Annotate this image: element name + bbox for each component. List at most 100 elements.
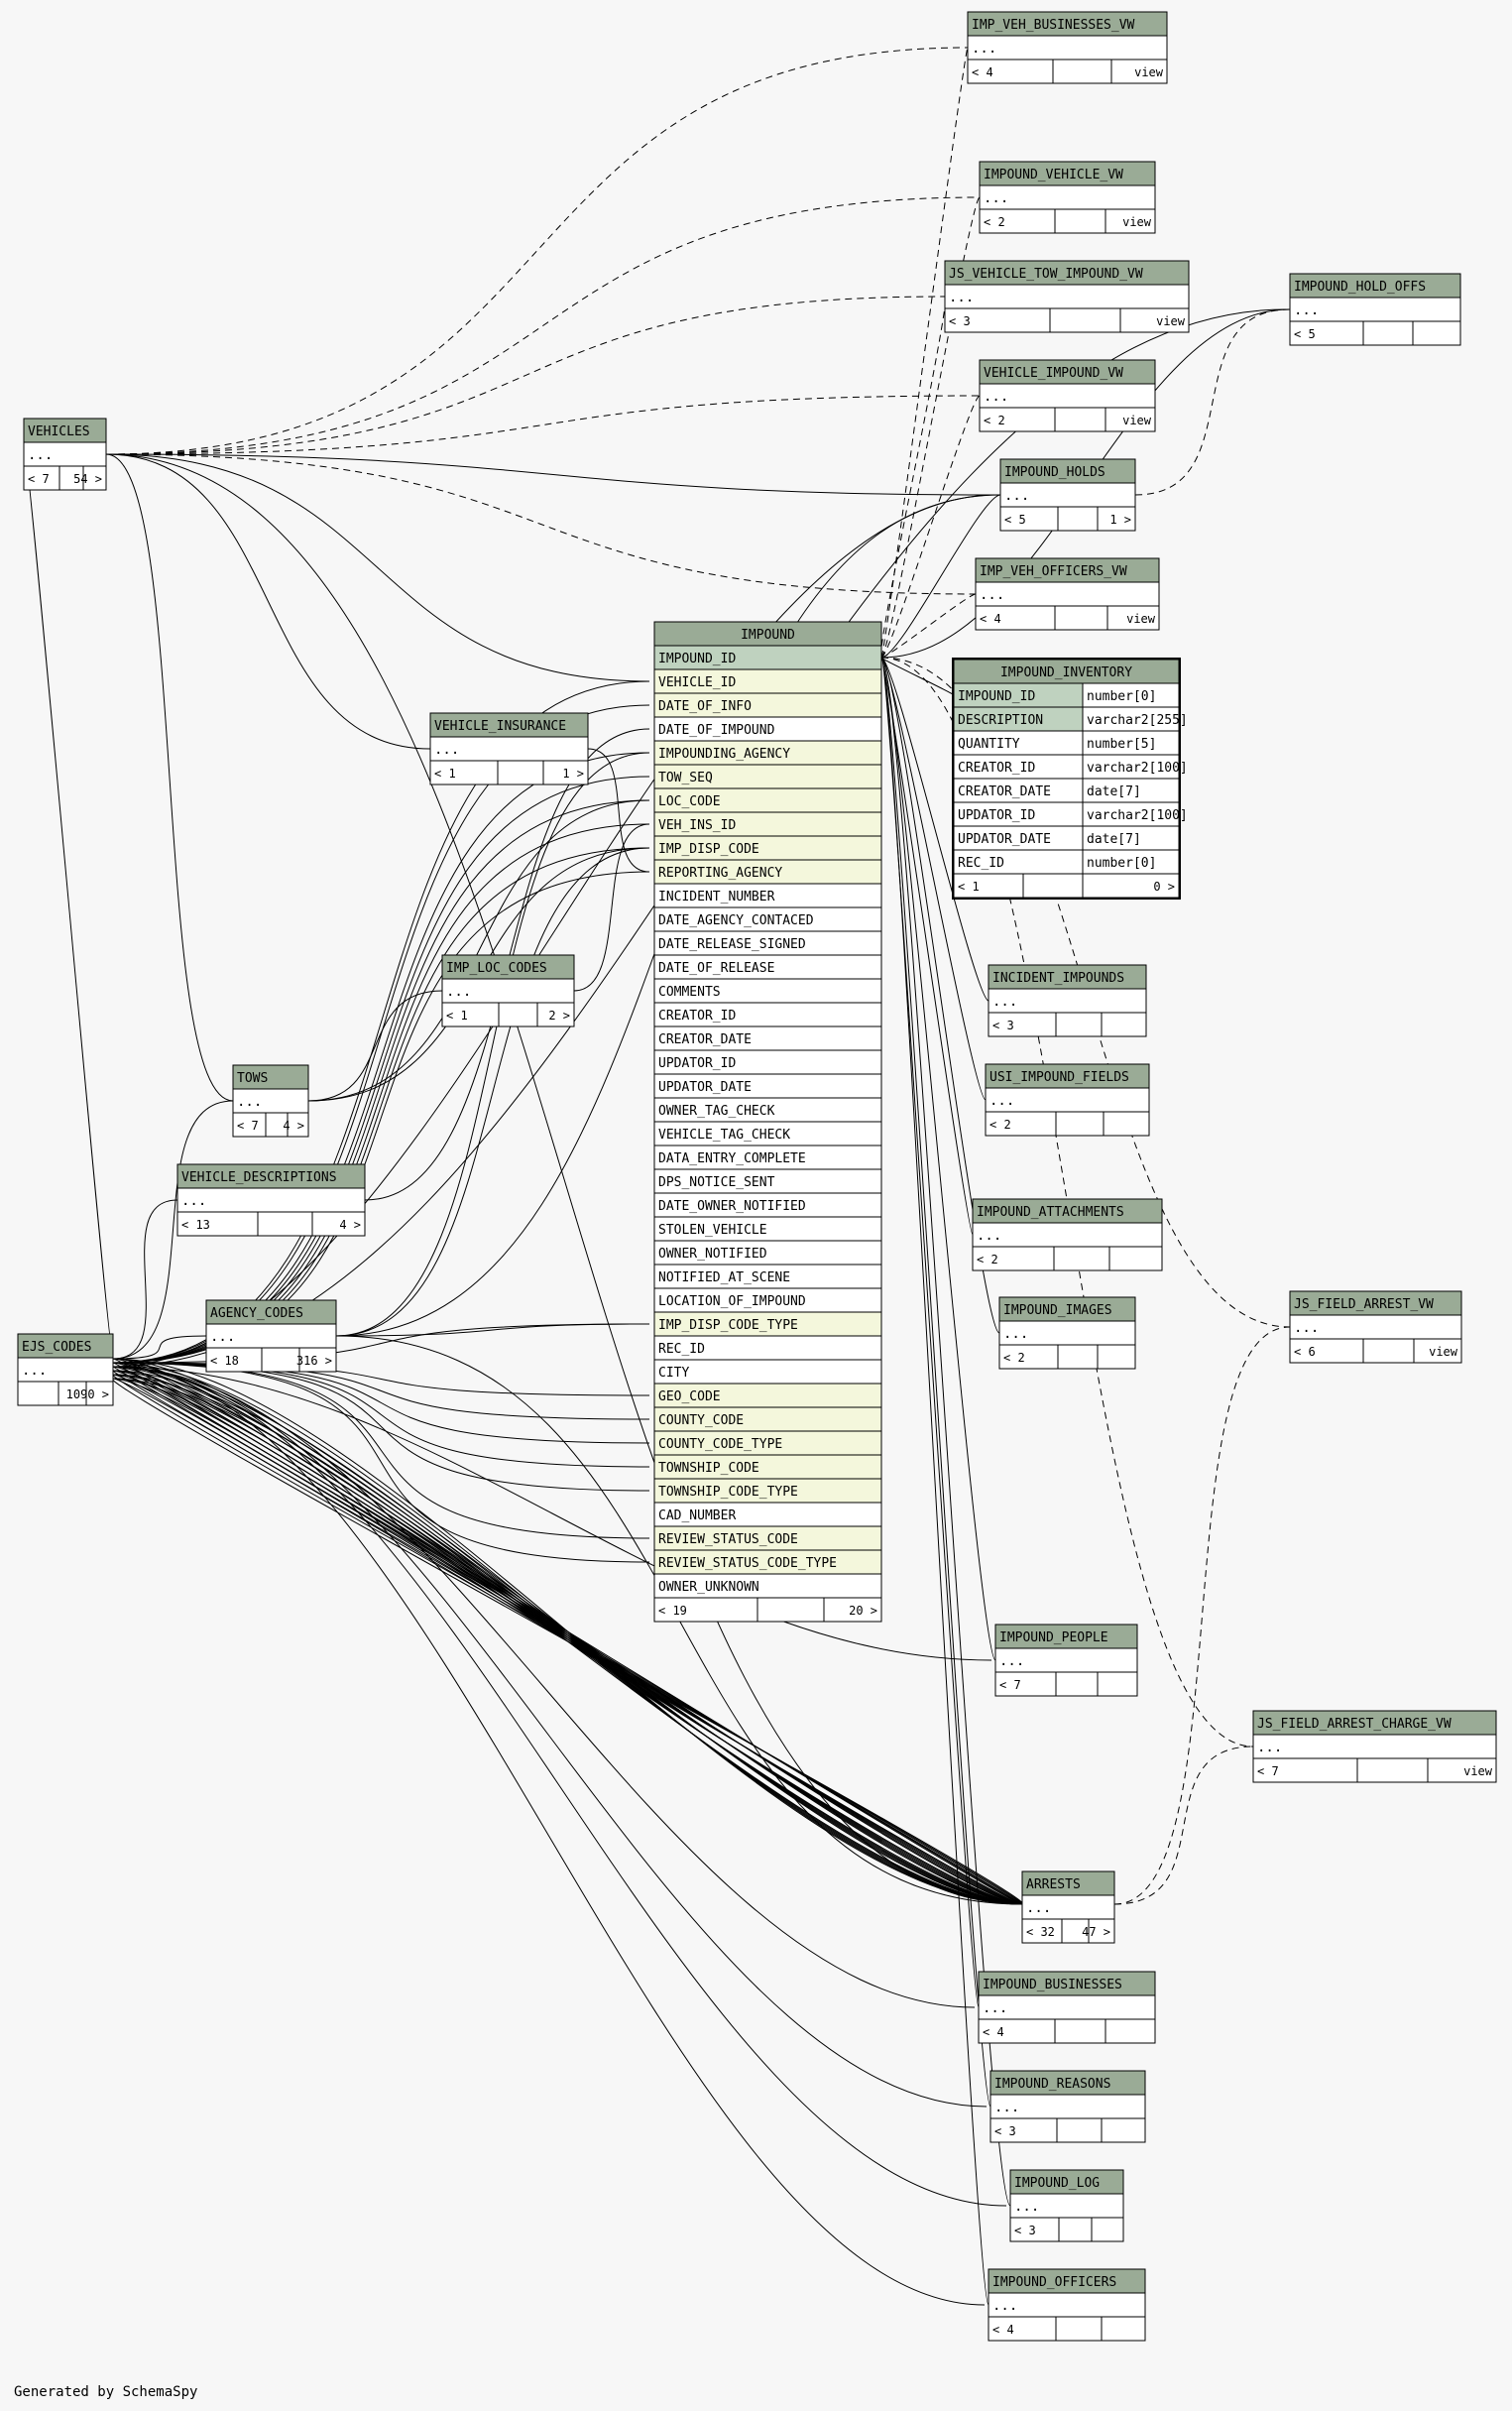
column-notified-at-scene: NOTIFIED_AT_SCENE: [658, 1270, 790, 1285]
relationship-line: [112, 752, 650, 1364]
relationship-line: [112, 1366, 986, 2306]
parent-count: < 3: [992, 1019, 1014, 1032]
relationship-line: [112, 1366, 1007, 2207]
relationship-line: [105, 453, 431, 750]
table-title: USI_IMPOUND_FIELDS: [989, 1070, 1129, 1085]
table-impound-log[interactable]: IMPOUND_LOG...< 3: [1009, 2169, 1124, 2242]
relationship-line: [307, 990, 443, 1102]
relationship-line: [880, 657, 989, 1002]
parent-count: < 2: [989, 1118, 1011, 1132]
column-creator-date: CREATOR_DATE: [658, 1032, 752, 1047]
columns-ellipsis: ...: [980, 587, 1004, 603]
table-usi-impound-fields[interactable]: USI_IMPOUND_FIELDS...< 2: [985, 1063, 1150, 1137]
table-title: ARRESTS: [1026, 1877, 1081, 1892]
relationship-line: [880, 494, 1001, 659]
relationship-line: [1134, 308, 1291, 496]
column-type: varchar2[255]: [1087, 713, 1188, 728]
column-imp-disp-code-type: IMP_DISP_CODE_TYPE: [658, 1318, 798, 1333]
parent-count: < 1: [446, 1009, 468, 1023]
relationship-line: [1113, 1746, 1254, 1905]
columns-ellipsis: ...: [1294, 302, 1319, 318]
table-title: VEHICLE_INSURANCE: [434, 719, 566, 734]
parent-count: < 7: [1257, 1764, 1279, 1778]
table-title: TOWS: [237, 1071, 268, 1086]
parent-count: < 5: [1294, 327, 1316, 341]
parent-count: < 3: [949, 314, 971, 328]
table-title: IMPOUND_LOG: [1014, 2176, 1100, 2191]
column-quantity: QUANTITY: [958, 737, 1020, 752]
relationship-line: [335, 752, 650, 1337]
table-title: IMPOUND_BUSINESSES: [983, 1978, 1122, 1992]
table-impound-people[interactable]: IMPOUND_PEOPLE...< 7: [994, 1624, 1138, 1697]
table-impound[interactable]: IMPOUNDIMPOUND_IDVEHICLE_IDDATE_OF_INFOD…: [653, 621, 882, 1623]
relationship-line: [112, 871, 650, 1364]
table-impound-reasons[interactable]: IMPOUND_REASONS...< 3: [989, 2070, 1146, 2143]
table-impound-images[interactable]: IMPOUND_IMAGES...< 2: [998, 1296, 1136, 1370]
column-review-status-code: REVIEW_STATUS_CODE: [658, 1532, 798, 1547]
column-review-status-code-type: REVIEW_STATUS_CODE_TYPE: [658, 1556, 837, 1571]
columns-ellipsis: ...: [984, 190, 1008, 206]
relationship-line: [105, 296, 946, 455]
parent-count: < 2: [977, 1253, 998, 1266]
columns-ellipsis: ...: [994, 2100, 1019, 2115]
table-title: IMPOUND_VEHICLE_VW: [984, 168, 1123, 182]
relationship-line: [112, 1366, 988, 2108]
relationship-line: [105, 395, 981, 455]
table-title: IMPOUND_REASONS: [994, 2077, 1110, 2092]
column-type: number[0]: [1087, 689, 1156, 704]
column-township-code-type: TOWNSHIP_CODE_TYPE: [658, 1485, 798, 1500]
table-ejs-codes[interactable]: EJS_CODES...1090 >: [17, 1333, 114, 1406]
columns-ellipsis: ...: [949, 290, 974, 305]
child-count: 316 >: [296, 1354, 332, 1368]
relationship-line: [879, 296, 947, 659]
column-township-code: TOWNSHIP_CODE: [658, 1461, 759, 1476]
relationship-line: [880, 657, 1000, 1334]
column-date-of-release: DATE_OF_RELEASE: [658, 961, 774, 976]
relationship-line: [105, 453, 1001, 496]
column-county-code-type: COUNTY_CODE_TYPE: [658, 1437, 782, 1452]
column-owner-notified: OWNER_NOTIFIED: [658, 1247, 767, 1262]
column-owner-unknown: OWNER_UNKNOWN: [658, 1580, 759, 1595]
columns-ellipsis: ...: [181, 1193, 206, 1209]
table-title: VEHICLES: [28, 424, 90, 439]
column-owner-tag-check: OWNER_TAG_CHECK: [658, 1104, 775, 1119]
relationship-line: [105, 453, 1023, 1905]
table-impound-hold-offs[interactable]: IMPOUND_HOLD_OFFS... < 5: [1289, 273, 1461, 346]
parent-count: < 6: [1294, 1345, 1316, 1359]
column-type: number[0]: [1087, 856, 1156, 871]
table-incident-impounds[interactable]: INCIDENT_IMPOUNDS...< 3: [988, 964, 1147, 1037]
columns-ellipsis: ...: [992, 2298, 1017, 2314]
parent-count: < 2: [984, 414, 1005, 427]
child-count: 0 >: [1153, 880, 1175, 894]
columns-ellipsis: ...: [434, 742, 459, 758]
parent-count: < 2: [1003, 1351, 1025, 1365]
table-impound-businesses[interactable]: IMPOUND_BUSINESSES...< 4: [978, 1971, 1156, 2044]
child-count: view: [1156, 314, 1186, 328]
column-stolen-vehicle: STOLEN_VEHICLE: [658, 1223, 767, 1238]
column-type: varchar2[100]: [1087, 761, 1188, 776]
table-title: IMPOUND_HOLD_OFFS: [1294, 280, 1426, 295]
relationship-line: [112, 1362, 1023, 1905]
table-title: IMP_VEH_OFFICERS_VW: [980, 564, 1127, 579]
parent-count: < 3: [1014, 2224, 1036, 2237]
table-impound-attachments[interactable]: IMPOUND_ATTACHMENTS...< 2: [972, 1198, 1163, 1271]
relationship-line: [105, 453, 650, 682]
columns-ellipsis: ...: [977, 1228, 1001, 1244]
table-impound-officers[interactable]: IMPOUND_OFFICERS...< 4: [988, 2268, 1146, 2342]
